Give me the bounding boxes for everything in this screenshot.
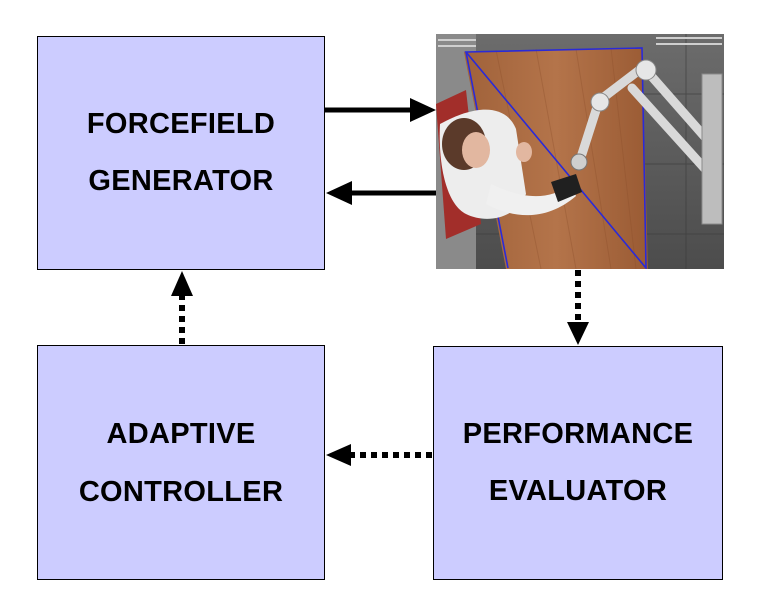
arrow-adaptive-to-forcefield — [171, 271, 193, 344]
arrow-forcefield-to-photo — [325, 98, 436, 122]
forcefield-generator-label-line1: FORCEFIELD — [86, 108, 276, 140]
arrow-performance-to-adaptive — [326, 444, 432, 466]
forcefield-generator-label-line2: GENERATOR — [88, 165, 274, 197]
adaptive-controller-box: ADAPTIVE CONTROLLER — [37, 345, 325, 580]
performance-evaluator-box: PERFORMANCE EVALUATOR — [433, 346, 723, 580]
robot-arm-subject-photo — [436, 34, 724, 269]
performance-evaluator-label-line2: EVALUATOR — [488, 475, 668, 507]
adaptive-controller-label-line1: ADAPTIVE — [106, 417, 256, 450]
adaptive-controller-label-line2: CONTROLLER — [78, 475, 284, 508]
performance-evaluator-label-line1: PERFORMANCE — [462, 418, 694, 450]
arrow-photo-to-forcefield — [326, 181, 436, 205]
arrow-photo-to-performance — [567, 270, 589, 345]
forcefield-generator-box: FORCEFIELD GENERATOR — [37, 36, 325, 270]
robot-arm-subject-photo-illustration — [436, 34, 724, 269]
